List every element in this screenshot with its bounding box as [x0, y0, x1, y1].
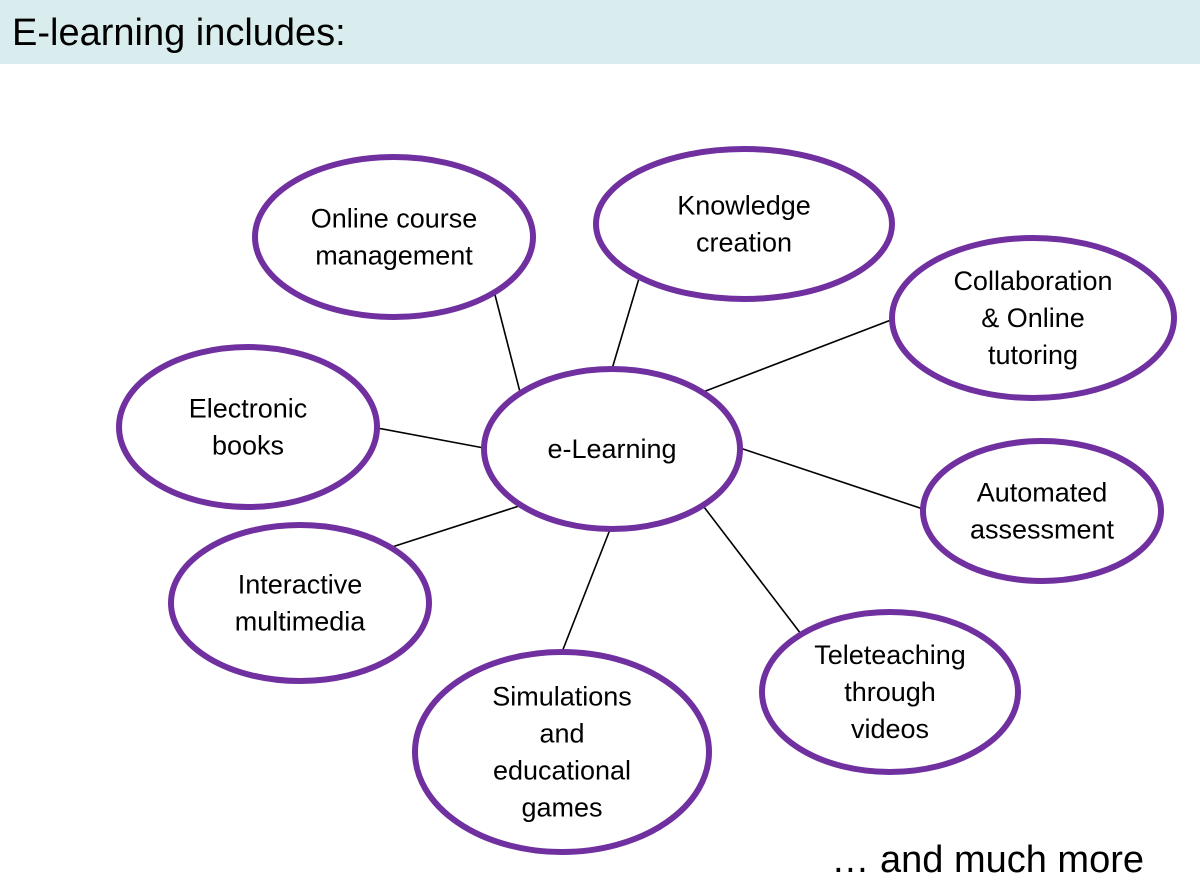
node-simulations-educational-games-label-line: Simulations: [492, 682, 632, 712]
node-collaboration-online-tutoring-label-line: tutoring: [988, 340, 1078, 370]
node-collaboration-online-tutoring-label-line: Collaboration: [953, 266, 1112, 296]
node-electronic-books: Electronic books: [116, 344, 380, 510]
connector-automated-assessment: [739, 447, 924, 510]
node-collaboration-online-tutoring-ellipse: [889, 235, 1177, 401]
node-interactive-multimedia-ellipse: [168, 522, 432, 684]
node-teleteaching-through-videos-label-line: videos: [851, 714, 929, 744]
node-teleteaching-through-videos-label-line: through: [844, 677, 936, 707]
node-simulations-educational-games: Simulations and educational games: [412, 649, 712, 855]
node-interactive-multimedia-label-line: Interactive: [238, 570, 363, 600]
node-online-course-management-label-line: Online course: [311, 204, 478, 234]
connector-online-course-management: [493, 290, 521, 393]
node-knowledge-creation: Knowledge creation: [593, 146, 895, 302]
connector-simulations-educational-games: [561, 526, 612, 653]
node-online-course-management-ellipse: [252, 154, 536, 320]
node-collaboration-online-tutoring-label-line: & Online: [981, 303, 1085, 333]
node-automated-assessment-ellipse: [920, 438, 1164, 584]
center-node-e-learning: e-Learning: [481, 366, 743, 532]
node-teleteaching-through-videos: Teleteaching through videos: [759, 609, 1021, 775]
node-electronic-books-ellipse: [116, 344, 380, 510]
node-online-course-management-label-line: management: [315, 241, 473, 271]
node-interactive-multimedia-label-line: multimedia: [235, 607, 367, 637]
node-simulations-educational-games-label-line: educational: [493, 756, 631, 786]
node-simulations-educational-games-ellipse: [412, 649, 712, 855]
connector-interactive-multimedia: [391, 505, 520, 548]
connector-teleteaching-through-videos: [703, 506, 802, 635]
node-online-course-management: Online course management: [252, 154, 536, 320]
center-node-e-learning-ellipse: [481, 366, 743, 532]
node-collaboration-online-tutoring: Collaboration & Online tutoring: [889, 235, 1177, 401]
node-simulations-educational-games-label-line: and: [539, 719, 584, 749]
connector-knowledge-creation: [611, 274, 641, 370]
node-knowledge-creation-ellipse: [593, 146, 895, 302]
connector-collaboration-online-tutoring: [702, 319, 892, 393]
node-electronic-books-label-line: Electronic: [189, 394, 308, 424]
node-teleteaching-through-videos-ellipse: [759, 609, 1021, 775]
diagram-nodes: Online course management Knowledge creation…: [116, 146, 1177, 855]
node-automated-assessment-label-line: Automated: [977, 478, 1108, 508]
node-automated-assessment-label-line: assessment: [970, 515, 1115, 545]
node-knowledge-creation-label-line: creation: [696, 228, 792, 258]
node-simulations-educational-games-label-line: games: [521, 793, 602, 823]
node-teleteaching-through-videos-label-line: Teleteaching: [814, 640, 966, 670]
connector-electronic-books: [376, 427, 485, 449]
page-title: E-learning includes:: [12, 12, 346, 54]
footer-note: … and much more: [831, 839, 1144, 881]
node-knowledge-creation-label-line: Knowledge: [677, 191, 811, 221]
title-bar: E-learning includes:: [0, 0, 1200, 64]
node-electronic-books-label-line: books: [212, 431, 284, 461]
node-interactive-multimedia: Interactive multimedia: [168, 522, 432, 684]
node-automated-assessment: Automated assessment: [920, 438, 1164, 584]
center-node-e-learning-label-line: e-Learning: [547, 434, 676, 464]
connector-lines: [376, 274, 924, 653]
